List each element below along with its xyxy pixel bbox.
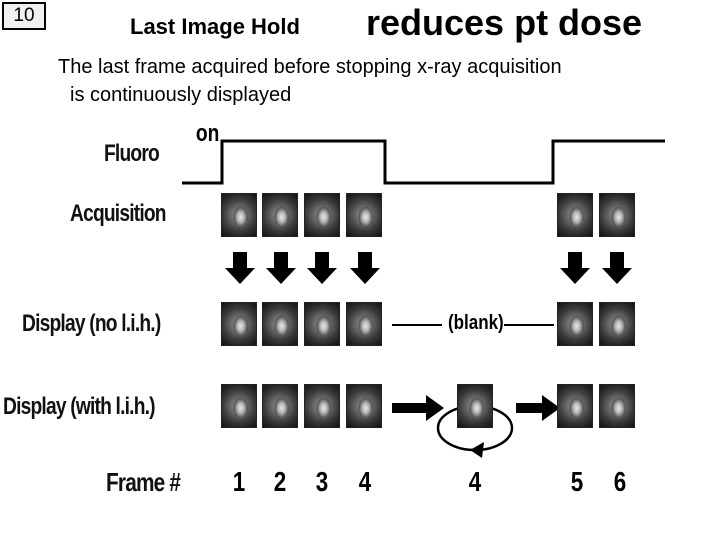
on-label: on bbox=[195, 120, 220, 147]
down-arrow-5 bbox=[560, 252, 590, 284]
acquisition-frame-image bbox=[304, 193, 340, 237]
frame-number: 4 bbox=[358, 466, 372, 497]
display-no-lih-frame-image bbox=[221, 302, 257, 346]
acquisition-label: Acquisition bbox=[70, 200, 167, 227]
acquisition-frame-image bbox=[262, 193, 298, 237]
lih-arrow-right-2 bbox=[516, 395, 560, 421]
display-no-lih-label: Display (no l.i.h.) bbox=[22, 310, 161, 337]
frame-number: 4 bbox=[468, 466, 482, 497]
display-no-lih-frame-image bbox=[557, 302, 593, 346]
acquisition-frame-image bbox=[221, 193, 257, 237]
display-no-lih-frame-image bbox=[262, 302, 298, 346]
slide-number: 10 bbox=[2, 2, 46, 30]
display-with-lih-frame-image bbox=[221, 384, 257, 428]
display-with-lih-frame-image bbox=[262, 384, 298, 428]
down-arrows bbox=[225, 252, 632, 284]
down-arrow-1 bbox=[225, 252, 255, 284]
acquisition-frame-image bbox=[599, 193, 635, 237]
display-with-lih-frame-image bbox=[346, 384, 382, 428]
hold-loop-arrowhead bbox=[470, 442, 484, 458]
frame-number: 2 bbox=[273, 466, 287, 497]
frame-number: 5 bbox=[570, 466, 584, 497]
frame-number: 1 bbox=[232, 466, 246, 497]
subtitle-line-2: is continuously displayed bbox=[70, 84, 292, 106]
fluoro-label: Fluoro bbox=[104, 140, 160, 167]
frame-number: 6 bbox=[613, 466, 627, 497]
subtitle-line-1: The last frame acquired before stopping … bbox=[58, 56, 562, 78]
display-with-lih-frame-image bbox=[304, 384, 340, 428]
display-with-lih-frame-image bbox=[557, 384, 593, 428]
down-arrow-6 bbox=[602, 252, 632, 284]
lih-arrow-right-1 bbox=[392, 395, 444, 421]
down-arrow-3 bbox=[307, 252, 337, 284]
frame-number: 3 bbox=[315, 466, 329, 497]
display-no-lih-frame-image bbox=[346, 302, 382, 346]
title-main: reduces pt dose bbox=[366, 2, 643, 43]
fluoro-signal-line bbox=[182, 139, 665, 185]
display-no-lih-frame-image bbox=[304, 302, 340, 346]
down-arrow-4 bbox=[350, 252, 380, 284]
title-lead: Last Image Hold bbox=[130, 14, 300, 39]
display-with-lih-label: Display (with l.i.h.) bbox=[3, 393, 156, 420]
acquisition-frame-image bbox=[557, 193, 593, 237]
acquisition-frame-image bbox=[346, 193, 382, 237]
display-no-lih-frame-image bbox=[599, 302, 635, 346]
blank-label: (blank) bbox=[448, 312, 504, 334]
held-frame-image bbox=[457, 384, 493, 428]
down-arrow-2 bbox=[266, 252, 296, 284]
display-with-lih-frame-image bbox=[599, 384, 635, 428]
frame-number-label: Frame # bbox=[106, 467, 181, 497]
